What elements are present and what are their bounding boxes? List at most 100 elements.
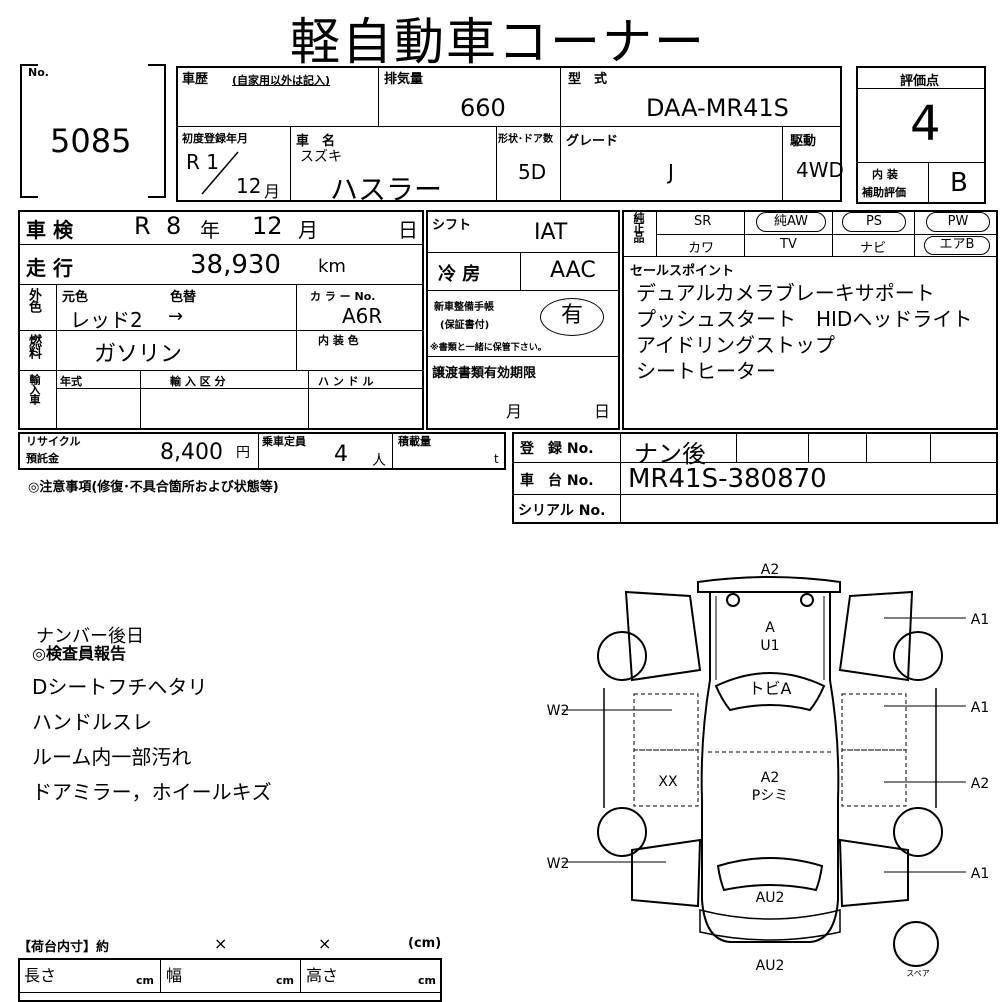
cargo-cm: cm xyxy=(136,974,154,987)
damage-label-left-rear: W2 xyxy=(547,856,570,872)
grade-label: グレード xyxy=(566,134,619,149)
ac-value: AAC xyxy=(550,258,596,283)
inspection-month: 12 xyxy=(252,212,283,240)
first-reg-era: R 1 xyxy=(186,150,219,174)
sales-point-line: デュアルカメラブレーキサポート xyxy=(636,281,935,305)
mileage-value: 38,930 xyxy=(190,250,281,280)
mileage-unit: km xyxy=(318,256,346,277)
recycle-value: 8,400 xyxy=(160,440,223,465)
sales-point-line: アイドリングストップ xyxy=(636,333,835,357)
cargo-table xyxy=(18,958,442,1002)
damage-label-top: A2 xyxy=(761,562,779,578)
damage-label-windshield: トビA xyxy=(749,679,792,698)
model-value: DAA-MR41S xyxy=(646,94,789,122)
damage-label-left-door: W2 xyxy=(547,703,570,719)
color-arrow: → xyxy=(168,306,184,327)
damage-label-rf: A1 xyxy=(971,612,989,628)
model-label: 型 式 xyxy=(568,72,608,87)
fuel-value: ガソリン xyxy=(94,342,183,367)
lot-number: 5085 xyxy=(50,122,132,160)
first-reg-label: 初度登録年月 xyxy=(182,132,248,145)
cargo-width-label: 幅 xyxy=(166,966,183,985)
cargo-times-1: × xyxy=(214,934,228,953)
genuine-side-label: 純正品 xyxy=(632,212,645,242)
warranty-note: ※書類と一緒に保管下さい。 xyxy=(430,343,547,353)
cargo-unit: (cm) xyxy=(408,936,442,951)
warranty-label-1: 新車整備手帳 xyxy=(434,302,494,313)
shift-label: シフト xyxy=(432,218,472,233)
warranty-value: 有 xyxy=(540,298,604,336)
first-reg-month-unit: 月 xyxy=(264,182,281,201)
recycle-unit: 円 xyxy=(236,445,250,461)
damage-label-spare: スペア xyxy=(906,969,929,978)
damage-label-hood: A xyxy=(765,620,775,636)
sales-points-label: セールスポイント xyxy=(630,264,735,279)
color-side-label: 外色 xyxy=(26,288,41,312)
inspection-block xyxy=(18,210,424,430)
sales-point-line: プッシュスタート HIDヘッドライト xyxy=(636,307,973,331)
inspector-line: ハンドルスレ xyxy=(32,710,152,734)
equipment-block xyxy=(426,210,620,430)
transfer-month-unit: 月 xyxy=(506,402,523,421)
cargo-label: 【荷台内寸】約 xyxy=(18,940,110,955)
sales-points: デュアルカメラブレーキサポート プッシュスタート HIDヘッドライト アイドリン… xyxy=(636,280,972,384)
color-change-label: 色替 xyxy=(170,290,197,305)
history-label: 車歴 xyxy=(182,72,209,87)
import-side-label: 輸入車 xyxy=(28,374,41,404)
recycle-row xyxy=(18,432,506,470)
option-airbag: エアB xyxy=(924,236,990,255)
damage-label-right-rear-door: A2 xyxy=(971,776,989,792)
first-reg-month: 12 xyxy=(236,174,262,198)
inspector-line: ドアミラー，ホイールキズ xyxy=(32,780,272,804)
capacity-label: 乗車定員 xyxy=(262,435,306,448)
car-name: ハスラー xyxy=(330,173,443,206)
car-name-label: 車 名 xyxy=(296,134,336,149)
interior-label-1: 内 装 xyxy=(872,168,898,181)
history-note: (自家用以外は記入) xyxy=(232,74,331,87)
damage-label-roof-2: Pシミ xyxy=(752,788,788,804)
inspector-line: Dシートフチヘタリ xyxy=(32,675,208,699)
sales-point-line: シートヒーター xyxy=(636,359,776,383)
color-code-label: カ ラ ー No. xyxy=(310,290,376,303)
inspection-label: 車 検 xyxy=(26,218,73,242)
options-block xyxy=(622,210,998,430)
inspection-year-unit: 年 xyxy=(200,218,220,242)
serial-label: シリアル No. xyxy=(518,503,606,519)
recycle-label-1: リサイクル xyxy=(26,435,81,448)
import-year-label: 年式 xyxy=(60,375,82,388)
option-leather: カワ xyxy=(688,241,715,256)
inspection-year: 8 xyxy=(166,212,182,240)
option-tv: TV xyxy=(780,237,797,252)
shift-value: IAT xyxy=(534,220,568,245)
damage-label-right-rear: A1 xyxy=(971,866,989,882)
capacity-value: 4 xyxy=(334,442,348,467)
transfer-day-unit: 日 xyxy=(594,402,611,421)
interior-label-2: 補助評価 xyxy=(862,186,906,199)
registration-value: ナン後 xyxy=(634,440,706,468)
page-title: 軽自動車コーナー xyxy=(290,13,706,71)
option-pw: PW xyxy=(926,212,990,232)
registration-label: 登 録 No. xyxy=(520,441,594,457)
lot-box: No. 5085 xyxy=(20,64,166,198)
inspector-note-top: ナンバー後日 xyxy=(36,626,144,647)
grade-value: J xyxy=(668,160,674,184)
damage-label-right-door: A1 xyxy=(971,700,989,716)
option-sr: SR xyxy=(694,214,712,229)
recycle-label-2: 預託金 xyxy=(26,452,59,465)
interior-color-label: 内 装 色 xyxy=(318,334,359,347)
color-orig-value: レッド2 xyxy=(70,308,143,332)
inspection-day-unit: 日 xyxy=(398,218,418,242)
color-code-value: A6R xyxy=(342,304,383,328)
score-label: 評価点 xyxy=(900,74,940,89)
drive-label: 駆動 xyxy=(790,134,817,149)
lot-label: No. xyxy=(28,66,49,79)
cargo-times-2: × xyxy=(318,934,332,953)
damage-label-left-rear-door: XX xyxy=(658,774,678,790)
slash-icon xyxy=(201,151,239,195)
mileage-label: 走 行 xyxy=(26,256,73,280)
doors-value: 5D xyxy=(518,160,547,184)
option-navi: ナビ xyxy=(860,241,887,256)
damage-label-hood-2: U1 xyxy=(760,638,779,654)
vehicle-info-grid xyxy=(176,66,842,202)
caution-label: ◎注意事項(修復･不具合箇所および状態等) xyxy=(28,480,279,495)
